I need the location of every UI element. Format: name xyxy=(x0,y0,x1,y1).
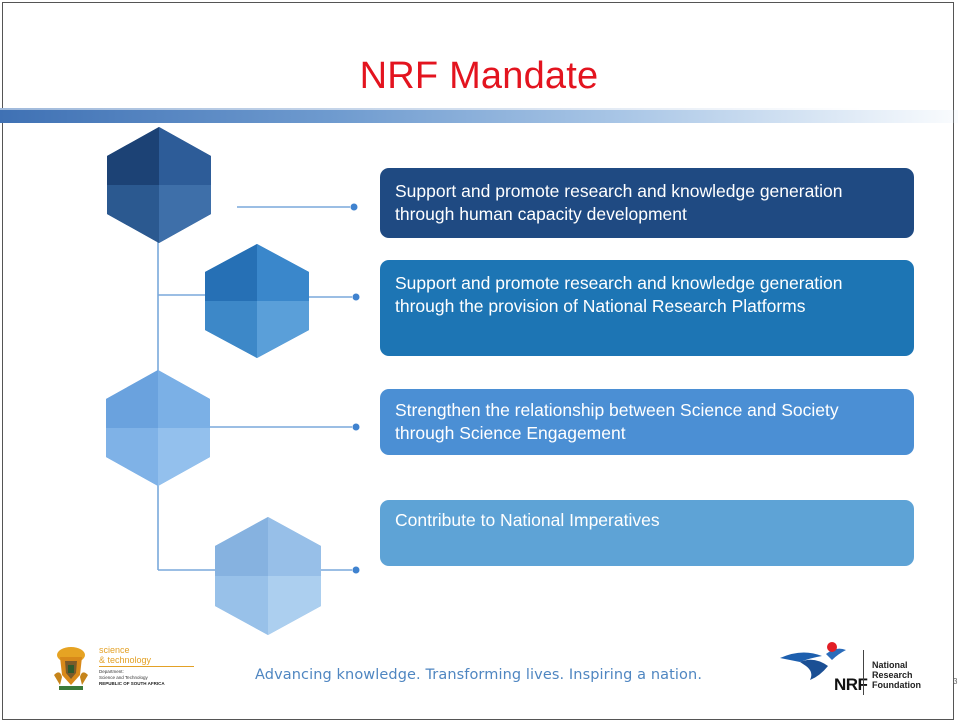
hexagon-3 xyxy=(106,370,210,486)
footer-tagline: Advancing knowledge. Transforming lives.… xyxy=(255,667,703,683)
dst-logo-line1: science xyxy=(99,645,130,655)
mandate-box-3: Strengthen the relationship between Scie… xyxy=(380,389,914,455)
connector-dot-2 xyxy=(352,293,360,301)
hexagon-1 xyxy=(107,127,211,243)
dst-logo: science & technology Department: Science… xyxy=(50,645,220,695)
coat-of-arms-icon xyxy=(54,647,88,690)
nrf-logo-divider xyxy=(863,650,864,695)
dst-logo-line4: Science and Technology xyxy=(99,675,148,680)
nrf-logo-mark: NRF xyxy=(834,675,868,694)
slide-title: NRF Mandate xyxy=(359,55,599,97)
connector-dot-4 xyxy=(352,566,360,574)
dst-logo-line3: Department: xyxy=(99,669,124,674)
connector-dot-3 xyxy=(352,423,360,431)
mandate-box-4: Contribute to National Imperatives xyxy=(380,500,914,566)
header-band-highlight xyxy=(0,108,958,110)
nrf-logo: NRF National Research Foundation xyxy=(780,640,945,700)
connector-dot-1 xyxy=(350,203,358,211)
nrf-logo-name-line3: Foundation xyxy=(872,680,921,690)
header-band xyxy=(0,110,958,123)
nrf-figure-icon xyxy=(780,642,846,680)
hexagon-2 xyxy=(205,244,309,358)
hexagon-4 xyxy=(215,517,321,635)
dst-logo-line5: REPUBLIC OF SOUTH AFRICA xyxy=(99,681,165,686)
mandate-box-1: Support and promote research and knowled… xyxy=(380,168,914,238)
dst-logo-line2: & technology xyxy=(99,655,152,665)
page-number: 3 xyxy=(953,677,958,686)
mandate-box-2: Support and promote research and knowled… xyxy=(380,260,914,356)
nrf-logo-name-line2: Research xyxy=(872,670,913,680)
nrf-logo-name-line1: National xyxy=(872,660,908,670)
dst-logo-rule xyxy=(99,666,194,667)
